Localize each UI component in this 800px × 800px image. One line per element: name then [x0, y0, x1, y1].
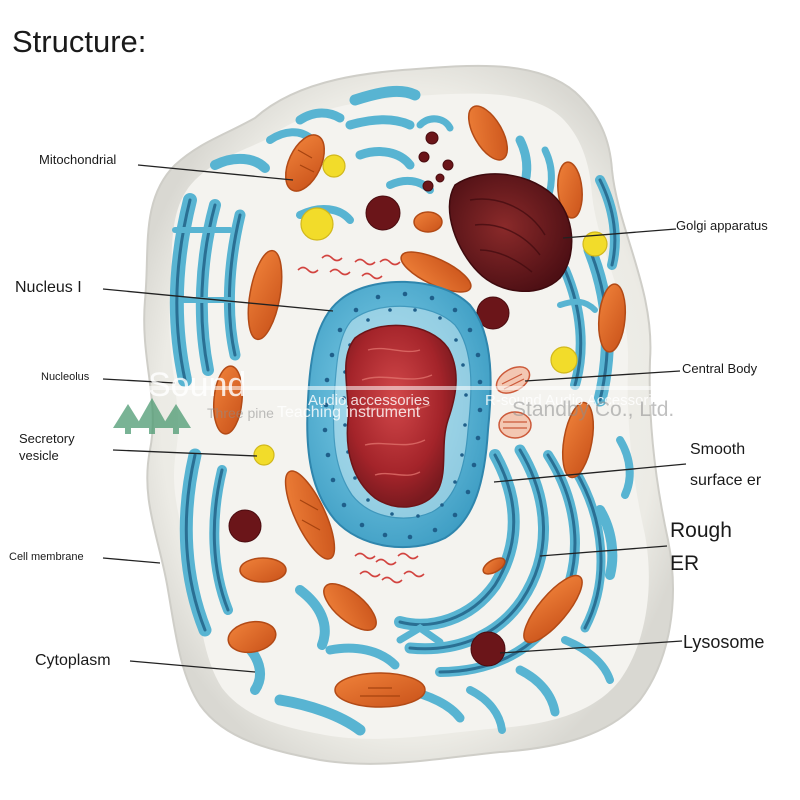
label-golgi-apparatus: Golgi apparatus: [676, 218, 768, 233]
watermark-sub-left: Three pine: [207, 405, 274, 421]
nucleolus: [345, 324, 457, 508]
label-nucleolus: Nucleolus: [41, 371, 90, 383]
watermark-standby: Standby Co., Ltd.: [512, 398, 675, 421]
er-fragments: [210, 85, 634, 736]
watermark-band: [0, 386, 800, 434]
label-mitochondrial: Mitochondrial: [39, 152, 117, 167]
label-secretory-vesicle-line1: Secretory: [19, 431, 75, 446]
secretory-vesicles: [253, 154, 608, 466]
label-cytoplasm: Cytoplasm: [35, 652, 111, 669]
label-nucleus: Nucleus I: [15, 279, 82, 296]
lysosomes: [228, 131, 510, 667]
label-rough-er-line2: ER: [670, 552, 700, 575]
page-title: Structure:: [12, 24, 147, 59]
pine-tree-logo-icon: [113, 398, 191, 434]
watermark-brand: Sound: [148, 366, 247, 404]
rough-er-left: [169, 193, 246, 637]
watermark-audio-accessories: Audio accessories: [308, 392, 430, 409]
label-secretory-vesicle-line2: vesicle: [19, 448, 59, 463]
label-smooth-er-line2: surface er: [690, 472, 762, 489]
watermark-company: R-sound Audio Accessories: [485, 392, 668, 409]
ribosome-squiggles: [297, 254, 425, 584]
mitochondria: [212, 105, 627, 708]
label-smooth-er-line1: Smooth: [690, 441, 746, 458]
watermark-sub-mid: Teaching instrument: [277, 404, 421, 421]
mitochondria-cristae: [297, 149, 400, 697]
label-lysosome: Lysosome: [683, 632, 765, 652]
label-rough-er-line1: Rough: [670, 519, 732, 542]
leader-lines: [102, 164, 687, 673]
label-cell-membrane: Cell membrane: [9, 551, 84, 563]
golgi-apparatus: [448, 173, 573, 293]
label-central-body: Central Body: [682, 361, 758, 376]
